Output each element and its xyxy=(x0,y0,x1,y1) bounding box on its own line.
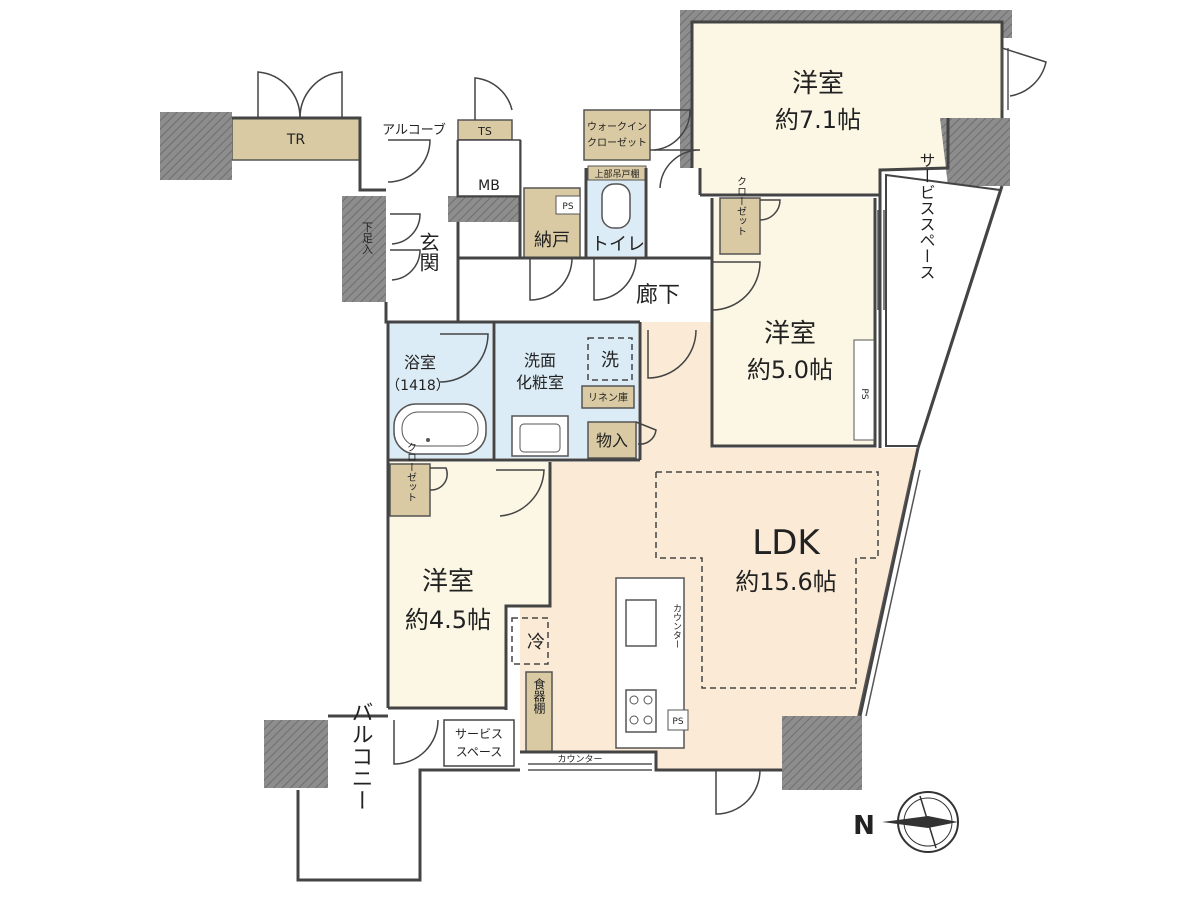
service-space-large xyxy=(885,173,1002,447)
label-ps-3: PS xyxy=(672,717,683,727)
label-western-45: 洋室 xyxy=(422,567,474,597)
windows xyxy=(528,48,1009,771)
label-counter-2: カウンター xyxy=(557,754,602,765)
label-closet-a: クローゼット xyxy=(735,176,747,236)
label-entrance: 玄関 xyxy=(416,232,440,272)
label-laundry: 洗 xyxy=(601,350,619,371)
label-counter-1: カウンター xyxy=(671,603,682,648)
label-tr: TR xyxy=(286,132,306,148)
label-closet-b: クローゼット xyxy=(405,442,417,502)
label-upper-shelf: 上部吊戸棚 xyxy=(594,168,639,180)
label-ldk: LDK xyxy=(752,523,821,563)
toilet-bowl xyxy=(601,183,631,229)
label-alcove: アルコーブ xyxy=(382,122,446,138)
washbasin xyxy=(511,415,569,457)
dashed-zones xyxy=(511,337,879,689)
label-bathroom: 浴室 xyxy=(404,353,436,372)
label-storeroom: 物入 xyxy=(596,431,628,450)
label-bathroom-size: （1418） xyxy=(386,378,450,394)
door-swings xyxy=(257,47,1047,815)
mb-box xyxy=(457,139,521,197)
label-western-50: 洋室 xyxy=(764,319,816,349)
label-washroom-1: 洗面 xyxy=(524,351,556,370)
label-service-small-2: スペース xyxy=(456,745,503,759)
label-service-small-1: サービス xyxy=(455,727,503,741)
label-western-71: 洋室 xyxy=(792,69,844,99)
label-fridge: 冷 xyxy=(527,632,545,653)
room-western-71-floor xyxy=(688,22,1002,195)
label-ts: TS xyxy=(477,125,492,138)
walls xyxy=(160,10,1012,790)
label-western-45-size: 約4.5帖 xyxy=(405,606,491,634)
compass-label: N xyxy=(853,811,875,841)
compass: N xyxy=(853,791,959,853)
label-shoe-box: 下足入 xyxy=(361,222,374,255)
room-western-50-floor xyxy=(712,198,875,446)
wall-lines xyxy=(232,20,1004,882)
label-ldk-size: 約15.6帖 xyxy=(735,568,836,596)
room-labels: 洋室 約7.1帖 洋室 約5.0帖 洋室 約4.5帖 LDK 約15.6帖 玄関… xyxy=(286,69,936,811)
walk-in-closet xyxy=(583,109,651,161)
label-balcony: バルコニー xyxy=(348,701,373,811)
storeroom xyxy=(587,421,637,459)
closet-b xyxy=(389,463,431,517)
label-toilet: トイレ xyxy=(591,234,645,255)
label-washroom-2: 化粧室 xyxy=(516,373,564,392)
label-linen: リネン庫 xyxy=(588,391,628,404)
label-service-large: サービススペース xyxy=(917,152,936,280)
label-ps-1: PS xyxy=(562,202,573,212)
label-walk-in-1: ウォークイン xyxy=(587,121,647,133)
closet-a xyxy=(719,197,761,255)
label-mb: MB xyxy=(478,178,500,194)
fixtures xyxy=(393,183,875,749)
bathtub xyxy=(393,403,487,455)
room-western-45-floor xyxy=(388,462,550,708)
label-western-71-size: 約7.1帖 xyxy=(775,106,861,134)
service-space-small xyxy=(443,719,515,767)
label-ps-2: PS xyxy=(859,388,869,399)
label-storage: 納戸 xyxy=(534,230,570,251)
label-dish-shelf: 食器棚 xyxy=(532,677,546,715)
dish-shelf xyxy=(525,671,553,753)
stove xyxy=(625,689,657,733)
sink xyxy=(625,599,657,647)
linen-closet xyxy=(581,385,635,409)
label-hallway: 廊下 xyxy=(636,283,680,308)
label-western-50-size: 約5.0帖 xyxy=(747,356,833,384)
label-walk-in-2: クローゼット xyxy=(587,137,647,149)
